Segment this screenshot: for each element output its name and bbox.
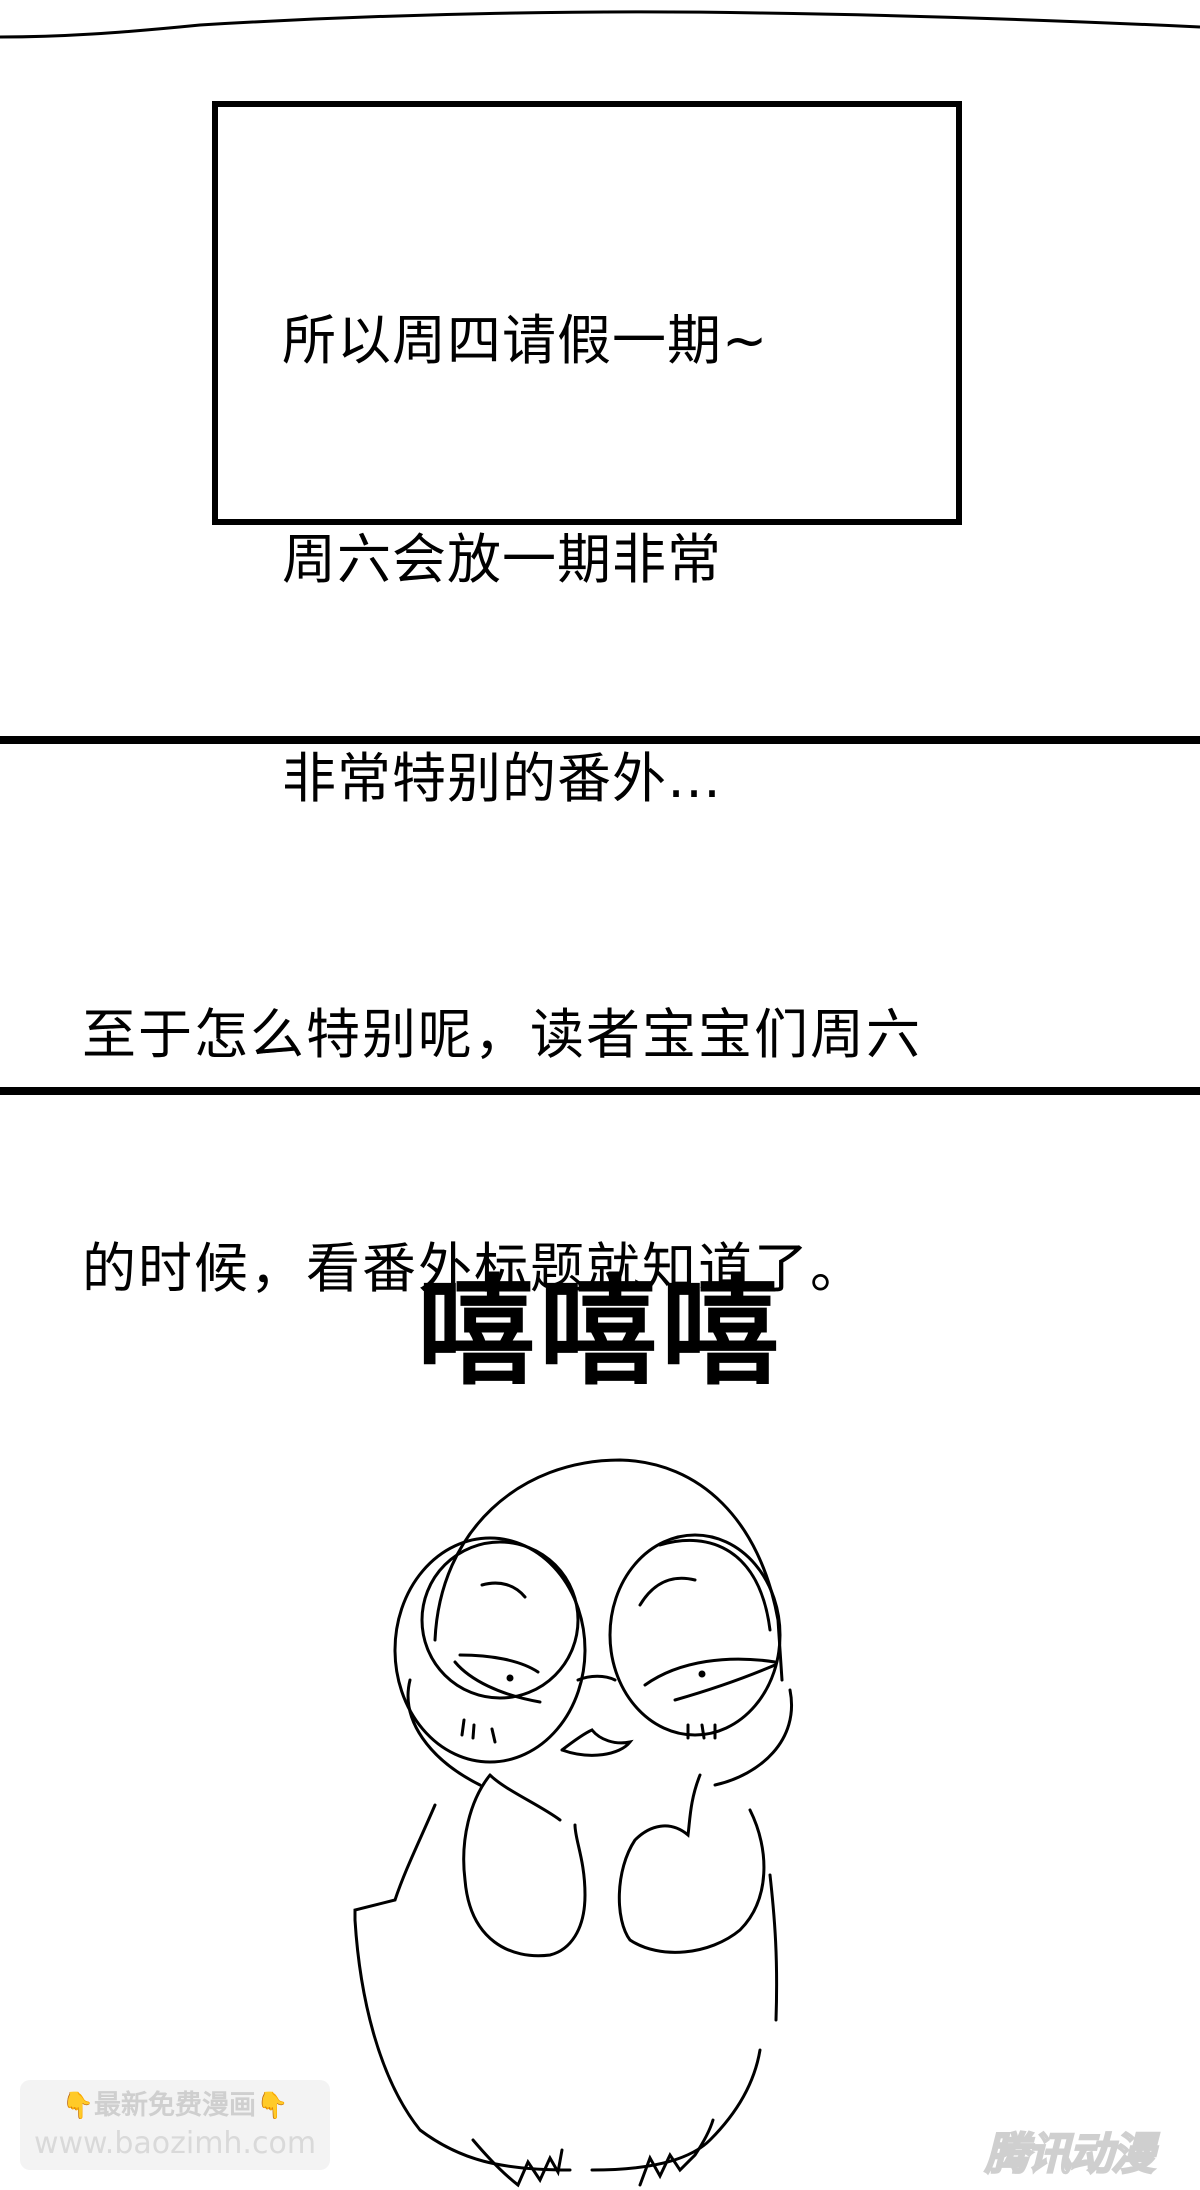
penguin-body-outline <box>353 1803 572 2172</box>
left-foot <box>471 2138 564 2188</box>
left-goggle-icon <box>393 1536 587 1764</box>
watermark-title-text: 最新免费漫画 <box>94 2090 256 2121</box>
pointing-hand-icon: 👇 <box>256 2091 289 2121</box>
right-hand <box>617 1773 766 1954</box>
panel-divider <box>0 1087 1200 1095</box>
caption-line: 的时候，看番外标题就知道了。 <box>82 1237 866 1300</box>
caption-line: 至于怎么特别呢，读者宝宝们周六 <box>82 1003 922 1066</box>
watermark-badge: 👇最新免费漫画👇 www.baozimh.com <box>20 2080 330 2170</box>
left-eye-icon <box>453 1653 542 1704</box>
narration-box <box>212 101 962 525</box>
panel-divider <box>0 736 1200 744</box>
right-foot <box>638 2118 715 2187</box>
penguin-head-outline <box>433 1458 784 1682</box>
panel-top-border-curve <box>0 10 1200 39</box>
watermark-title: 👇最新免费漫画👇 <box>20 2086 330 2126</box>
left-hand <box>462 1773 587 1958</box>
narration-line: 所以周四请假一期~ <box>282 309 769 372</box>
pointing-hand-icon: 👇 <box>61 2091 94 2121</box>
narration-line: 周六会放一期非常 <box>282 528 722 591</box>
right-goggle-icon <box>608 1533 782 1737</box>
right-eye-icon <box>643 1657 777 1702</box>
beak-icon <box>560 1728 634 1757</box>
penguin-character-illustration <box>353 1458 793 2188</box>
watermark-url: www.baozimh.com <box>33 2126 317 2161</box>
narration-box-text: 所以周四请假一期~ 周六会放一期非常 非常特别的番外… <box>282 158 768 888</box>
publisher-logo: 腾讯动漫 <box>984 2128 1156 2181</box>
narration-line: 非常特别的番外… <box>282 747 722 810</box>
caption-text: 至于怎么特别呢，读者宝宝们周六 的时候，看番外标题就知道了。 <box>82 840 922 1386</box>
laugh-sound-effect: 嘻嘻嘻 <box>416 1263 783 1401</box>
